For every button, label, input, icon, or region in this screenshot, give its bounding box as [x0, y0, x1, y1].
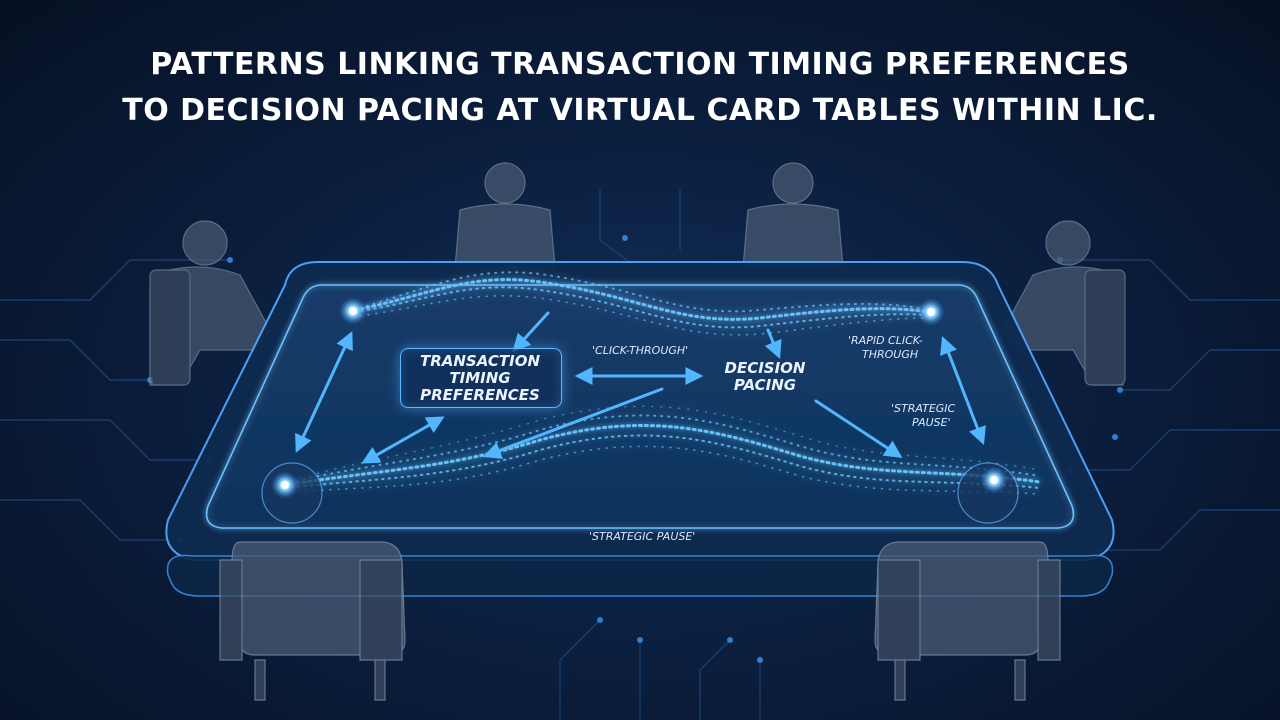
- arrow: [482, 387, 664, 459]
- flow-arrows: [295, 311, 986, 464]
- data-stream-top: [353, 271, 932, 336]
- seated-figure: [149, 220, 271, 386]
- glow-node: [261, 462, 323, 524]
- circuit-lines: [0, 190, 1280, 720]
- data-stream-bottom: [283, 405, 1042, 495]
- strategic-pause-right-line-1: 'STRATEGIC: [891, 402, 956, 415]
- seated-figure: [1002, 220, 1126, 386]
- strategic-pause-right-line-2: PAUSE': [912, 416, 951, 429]
- seated-figure: [742, 162, 844, 269]
- transaction-label-line-3: PREFERENCES: [420, 386, 540, 404]
- transaction-label-line-2: TIMING: [449, 369, 511, 387]
- glow-node: [917, 298, 945, 326]
- strategic-pause-bottom-label: 'STRATEGIC PAUSE': [589, 530, 696, 543]
- glow-node: [339, 297, 367, 325]
- rapid-click-through-line-2: THROUGH: [862, 348, 919, 361]
- transaction-timing-box: [400, 348, 562, 408]
- title-line-1: PATTERNS LINKING TRANSACTION TIMING PREF…: [150, 47, 1130, 82]
- arrow: [295, 331, 353, 453]
- arrow: [764, 328, 782, 359]
- decision-label-line-1: DECISION: [724, 359, 806, 377]
- seated-figure: [219, 541, 406, 701]
- transaction-label-line-1: TRANSACTION: [419, 352, 541, 370]
- click-through-label: 'CLICK-THROUGH': [592, 344, 689, 357]
- decision-label-line-2: PACING: [733, 376, 797, 394]
- arrow: [361, 416, 445, 464]
- glow-node: [957, 462, 1019, 524]
- rapid-click-through-line-1: 'RAPID CLICK-: [848, 334, 923, 347]
- arrow: [814, 399, 903, 458]
- seated-figure: [874, 541, 1061, 701]
- seated-figure: [454, 162, 556, 269]
- arrow: [940, 335, 986, 446]
- title-line-2: TO DECISION PACING AT VIRTUAL CARD TABLE…: [122, 93, 1158, 128]
- arrow: [512, 311, 550, 352]
